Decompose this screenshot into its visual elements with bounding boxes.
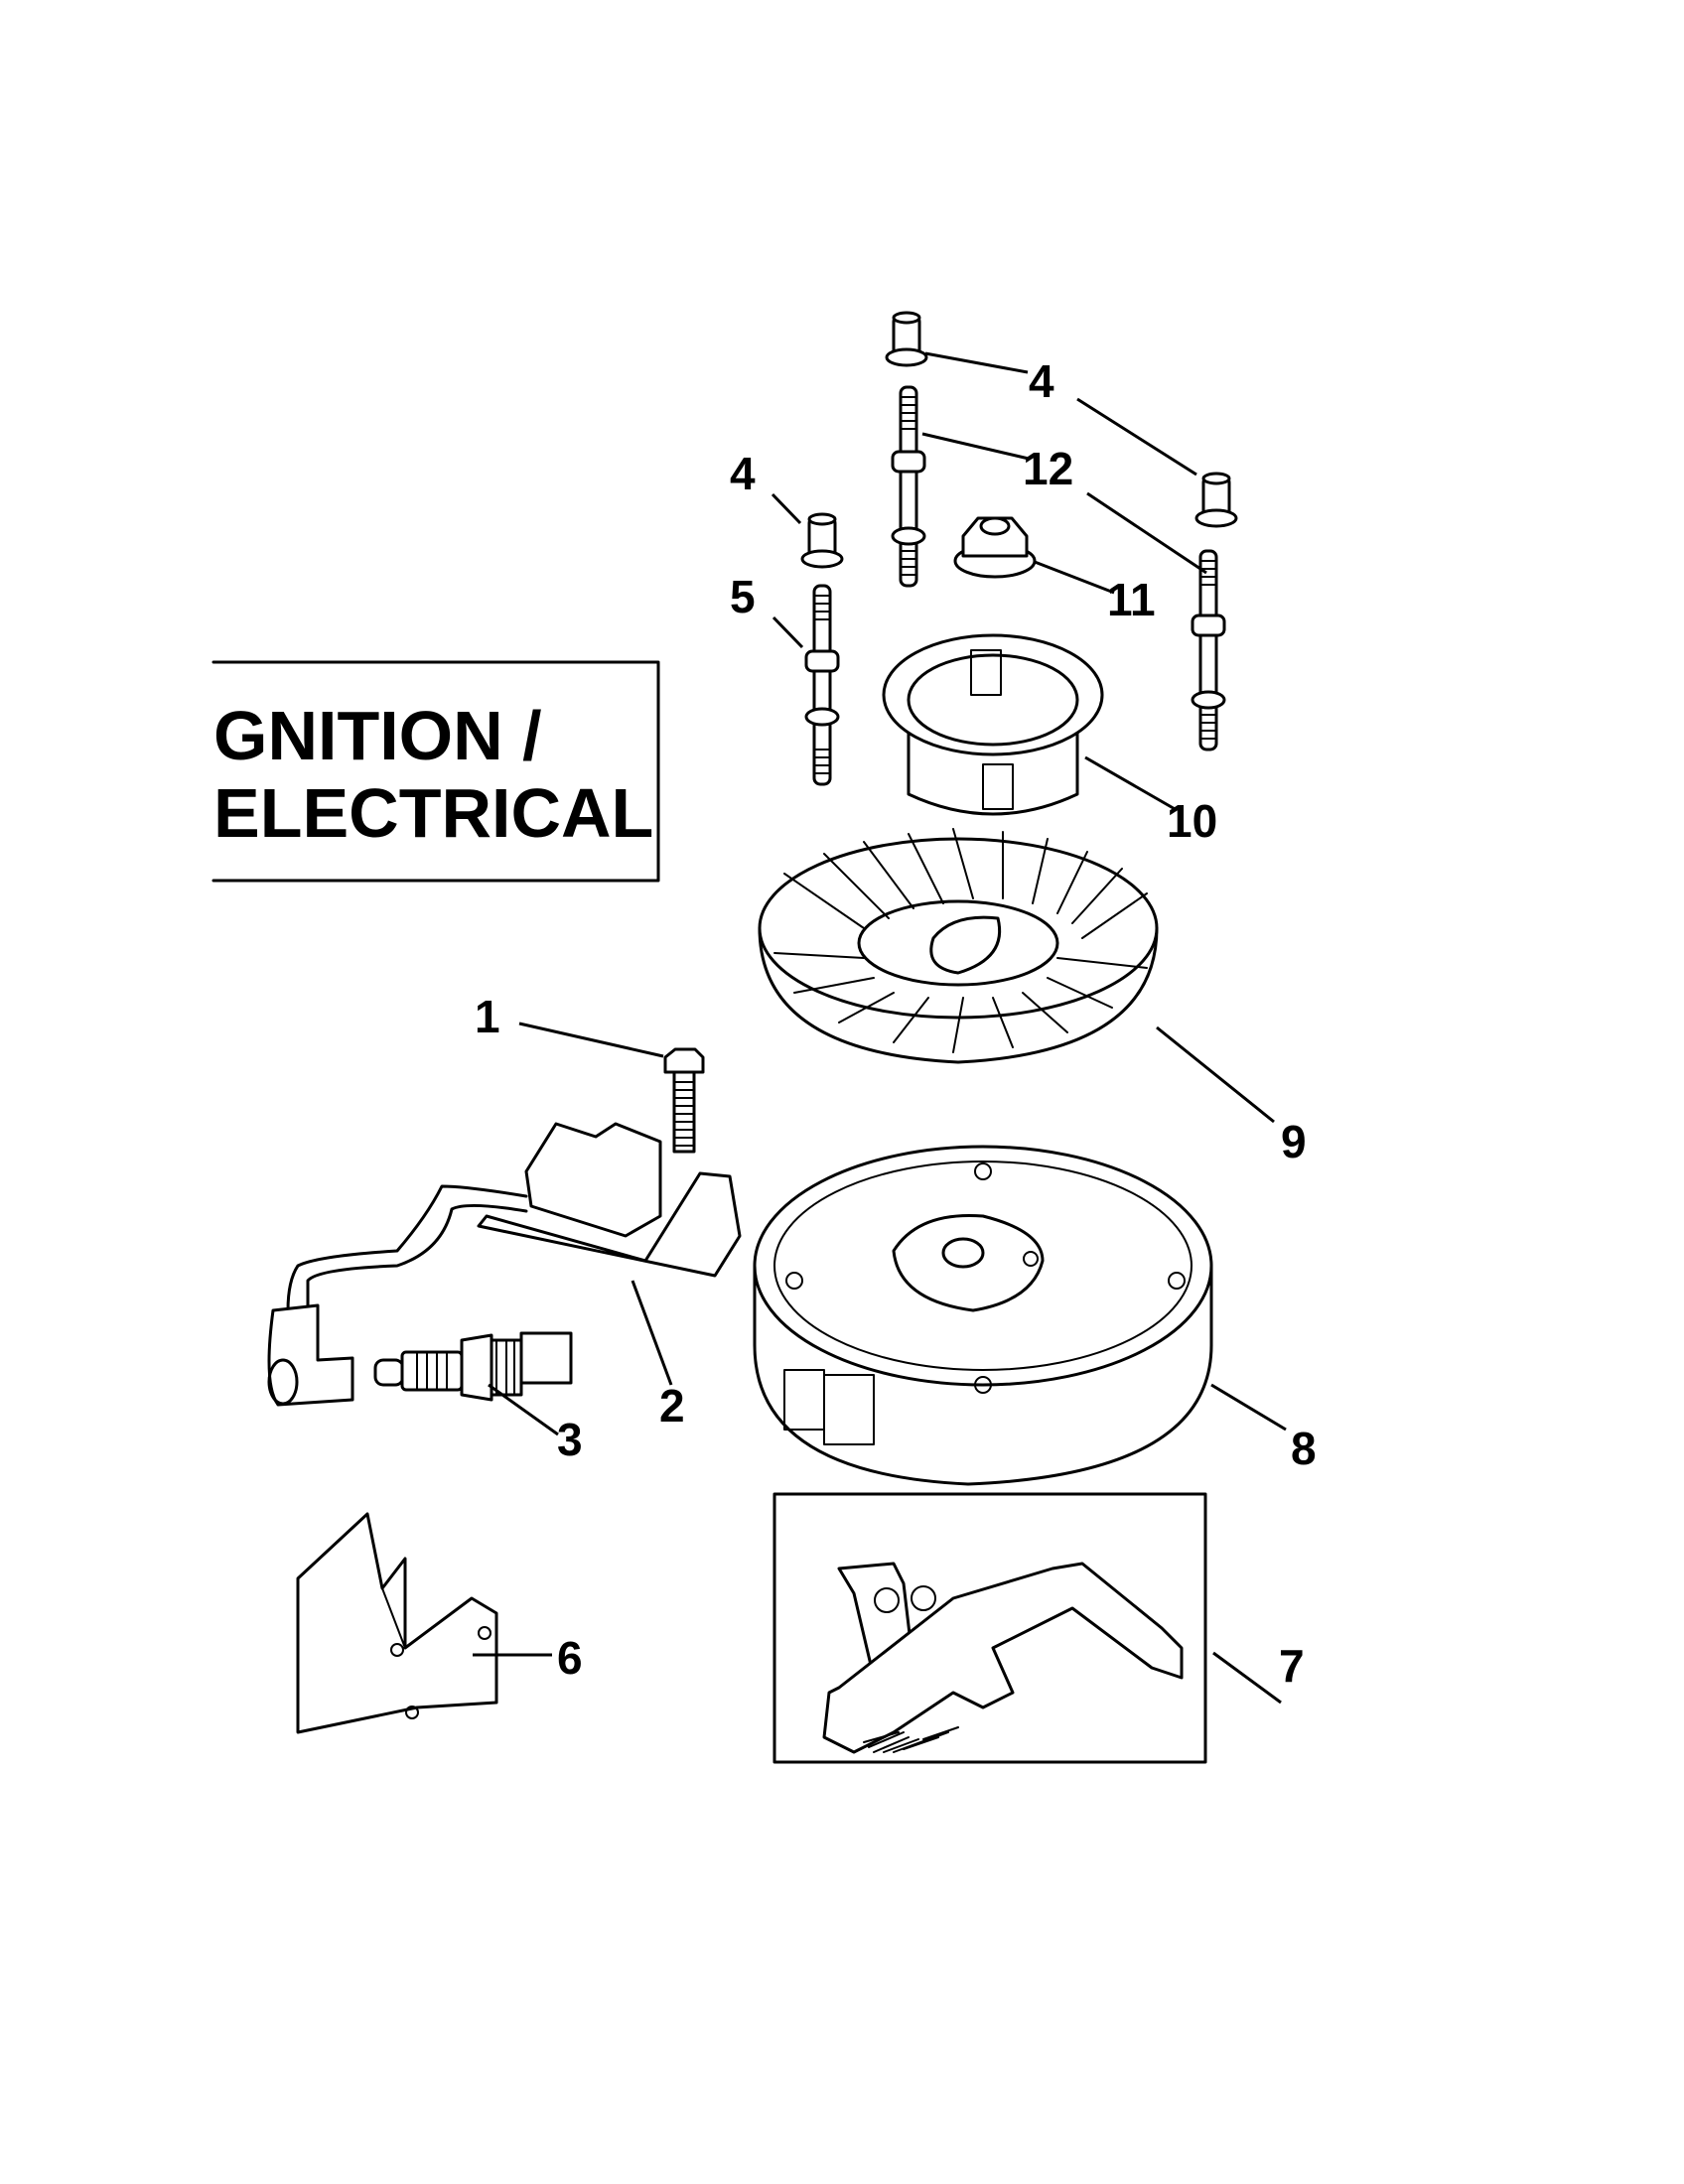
callout-12: 12 [1023,443,1073,494]
section-title-box: GNITION / ELECTRICAL [211,660,660,883]
spacer-right-4[interactable] [1194,472,1238,528]
leader-9 [1156,1025,1275,1124]
leader-10 [1084,755,1178,812]
leader-8 [1210,1383,1287,1432]
ignition-coil-2[interactable] [267,1122,742,1407]
callout-6: 6 [557,1632,583,1684]
callouts: 4 12 4 11 5 10 1 9 2 3 8 6 7 [475,355,1317,1692]
leader-4b [771,492,802,525]
spacer-top-4a[interactable] [885,311,928,367]
spark-plug-3[interactable] [373,1331,573,1402]
stud-left-5[interactable] [804,584,840,786]
callout-3: 3 [557,1414,583,1465]
spacer-left-4b[interactable] [800,512,844,569]
shield-bracket-6[interactable] [296,1512,498,1734]
leader-5 [772,615,804,649]
stud-12[interactable] [891,385,926,588]
callout-10: 10 [1167,795,1217,847]
callout-7: 7 [1279,1640,1305,1692]
leader-lines [473,351,1287,1705]
governor-bracket-7[interactable] [772,1492,1207,1764]
stud-right-12[interactable] [1191,549,1226,751]
callout-9: 9 [1281,1116,1307,1167]
leader-2 [631,1280,673,1386]
starter-cup-10[interactable] [882,633,1104,816]
callout-11: 11 [1107,574,1156,625]
flywheel-8[interactable] [753,1145,1213,1486]
leader-1 [518,1022,664,1058]
callout-4-left: 4 [730,448,756,499]
callout-8: 8 [1291,1423,1317,1474]
leader-12 [921,432,1030,461]
callout-5: 5 [730,571,756,622]
leader-3 [488,1383,559,1436]
fan-9[interactable] [758,828,1159,1064]
leader-7 [1212,1651,1282,1705]
leader-11 [1034,560,1115,595]
title-line-1: GNITION / [213,697,542,774]
leader-4a [924,351,1029,374]
callout-2: 2 [659,1380,685,1432]
title-line-2: ELECTRICAL [213,774,653,852]
callout-4-top: 4 [1029,355,1054,407]
leader-4a-right [1076,397,1197,477]
flange-nut-11[interactable] [953,516,1037,579]
leader-12-right [1086,491,1207,575]
bolt-1[interactable] [663,1047,705,1154]
callout-1: 1 [475,991,500,1042]
